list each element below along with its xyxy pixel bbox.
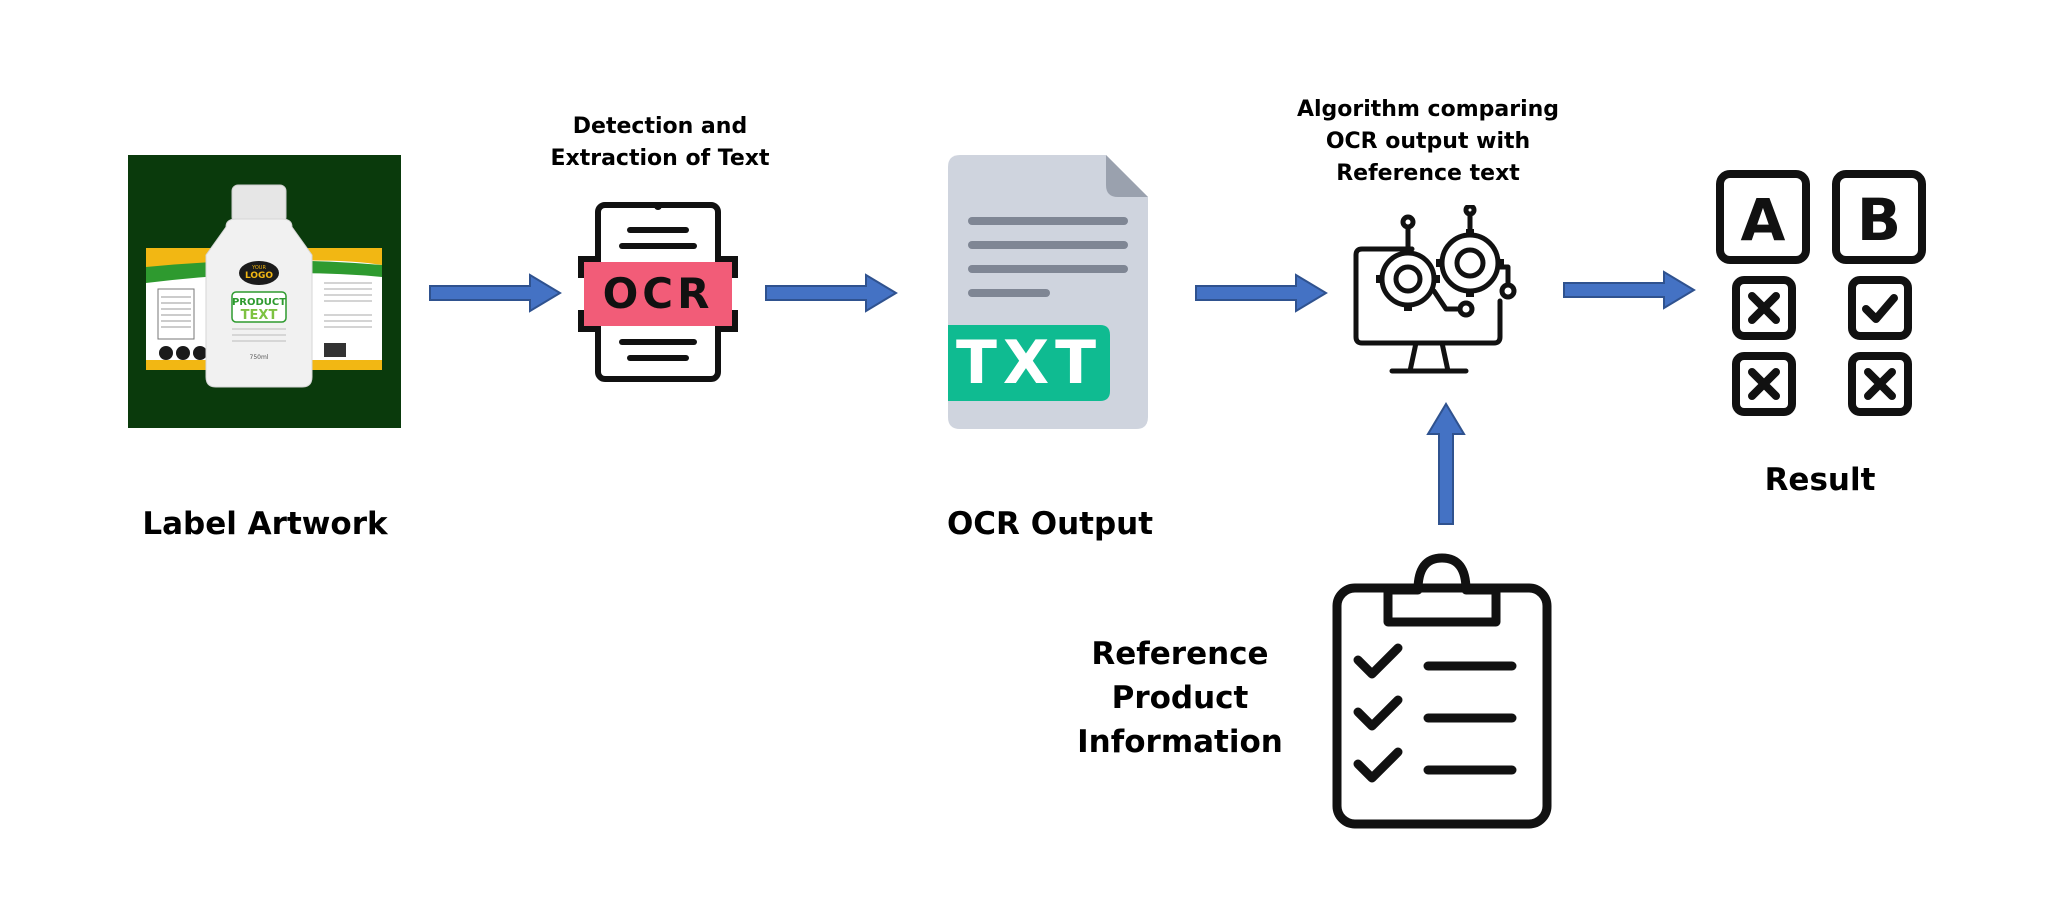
product-line2-text: TEXT (241, 308, 278, 323)
ocr-output-caption: OCR Output (946, 506, 1154, 542)
ab-checkbox-icon: A B (1716, 170, 1940, 423)
logo-text: LOGO (245, 271, 273, 281)
flow-arrow-4 (1562, 270, 1697, 315)
option-b-text: B (1857, 186, 1901, 254)
algorithm-heading: Algorithm comparing OCR output with Refe… (1278, 94, 1578, 190)
logo-small-text: YOUR (251, 265, 266, 271)
clipboard-checklist-icon (1330, 552, 1556, 837)
label-artwork-caption: Label Artwork (142, 506, 388, 542)
algorithm-heading-line3: Reference text (1336, 161, 1520, 186)
ocr-heading-line1: Detection and (572, 114, 748, 139)
ocr-scan-icon: OCR (578, 202, 738, 387)
reference-caption-line2: Product (1111, 680, 1249, 716)
flow-arrow-3 (1194, 273, 1329, 318)
option-a-text: A (1741, 186, 1786, 254)
reference-caption: Reference Product Information (1060, 632, 1300, 764)
ocr-heading-line2: Extraction of Text (550, 146, 770, 171)
ocr-step-heading: Detection and Extraction of Text (540, 111, 780, 175)
algorithm-heading-line1: Algorithm comparing (1296, 97, 1560, 122)
computer-gears-icon (1352, 203, 1530, 386)
reference-caption-line3: Information (1077, 724, 1283, 760)
txt-icon-text: TXT (956, 328, 1102, 398)
flow-arrow-1 (428, 273, 563, 318)
product-line1-text: PRODUCT (232, 297, 286, 308)
volume-text: 750ml (250, 354, 269, 361)
label-artwork-image: YOUR LOGO PRODUCT TEXT 750ml (128, 155, 401, 428)
ocr-icon-text: OCR (603, 269, 714, 318)
reference-caption-line1: Reference (1091, 636, 1269, 672)
algorithm-heading-line2: OCR output with (1325, 129, 1531, 154)
flow-arrow-2 (764, 273, 899, 318)
result-caption: Result (1764, 462, 1876, 498)
flow-arrow-up (1426, 402, 1466, 531)
txt-file-icon: TXT (948, 155, 1150, 436)
